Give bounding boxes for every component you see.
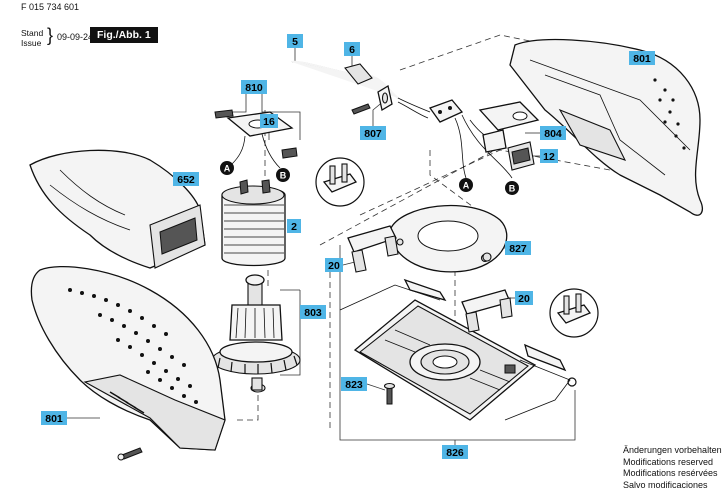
part-label-826: 826 bbox=[442, 445, 468, 459]
screws bbox=[383, 252, 492, 405]
note-en: Modifications reserved bbox=[623, 456, 714, 467]
detail-views bbox=[315, 157, 599, 338]
svg-text:2: 2 bbox=[291, 221, 297, 233]
brace-glyph: } bbox=[47, 25, 54, 45]
figure-badge: Fig./Abb. 1 bbox=[90, 27, 158, 43]
part-label-801-bottom: 801 bbox=[41, 411, 67, 425]
svg-text:826: 826 bbox=[446, 447, 464, 459]
note-fr: Modifications resérvées bbox=[623, 468, 718, 478]
issue-date: 09-09-24 bbox=[57, 32, 94, 42]
svg-text:801: 801 bbox=[633, 53, 651, 65]
housing-left bbox=[30, 265, 226, 461]
svg-text:823: 823 bbox=[345, 379, 363, 391]
stand-issue-label: Stand Issue bbox=[21, 28, 43, 48]
marker-b-lower: B bbox=[505, 181, 519, 195]
stand-label: Stand bbox=[21, 28, 44, 38]
part-label-807: 807 bbox=[360, 126, 386, 140]
part-label-801-top: 801 bbox=[629, 51, 655, 65]
svg-text:810: 810 bbox=[245, 82, 263, 94]
part-label-823: 823 bbox=[341, 377, 367, 391]
svg-text:803: 803 bbox=[304, 307, 322, 319]
part-label-5: 5 bbox=[287, 34, 303, 48]
clamp-brackets bbox=[339, 225, 577, 421]
modification-notes: Änderungen vorbehalten Modifications res… bbox=[623, 445, 722, 491]
marker-a-upper: A bbox=[220, 161, 234, 175]
note-de: Änderungen vorbehalten bbox=[623, 445, 722, 455]
issue-label: Issue bbox=[21, 38, 42, 48]
housing-shell-right bbox=[509, 38, 704, 216]
svg-text:A: A bbox=[224, 164, 231, 174]
brush-plate bbox=[214, 109, 298, 169]
part-label-810: 810 bbox=[241, 80, 267, 94]
power-cable bbox=[291, 60, 431, 119]
field-stator bbox=[221, 179, 286, 267]
document-code: F 015 734 601 bbox=[21, 2, 80, 12]
svg-text:16: 16 bbox=[263, 116, 275, 128]
svg-text:801: 801 bbox=[45, 413, 63, 425]
part-label-20-right: 20 bbox=[515, 291, 533, 305]
svg-text:804: 804 bbox=[544, 128, 562, 140]
svg-text:20: 20 bbox=[328, 260, 340, 272]
part-label-16: 16 bbox=[260, 114, 278, 128]
terminal-block bbox=[428, 99, 513, 179]
part-label-20-left: 20 bbox=[325, 258, 343, 272]
part-label-804: 804 bbox=[540, 126, 566, 140]
armature bbox=[211, 274, 301, 393]
svg-text:6: 6 bbox=[349, 44, 355, 56]
svg-text:12: 12 bbox=[543, 151, 555, 163]
note-es: Salvo modificaciones bbox=[623, 479, 708, 490]
marker-a-lower: A bbox=[459, 178, 473, 192]
svg-text:B: B bbox=[509, 184, 516, 194]
part-label-6: 6 bbox=[344, 42, 360, 56]
svg-text:B: B bbox=[280, 171, 287, 181]
marker-b-upper: B bbox=[276, 168, 290, 182]
svg-text:20: 20 bbox=[518, 293, 530, 305]
base-plate bbox=[353, 299, 537, 421]
part-label-12: 12 bbox=[540, 149, 558, 163]
cable-clamp bbox=[351, 84, 393, 115]
part-label-652: 652 bbox=[173, 172, 199, 186]
switch-assembly bbox=[478, 101, 540, 171]
dust-bag bbox=[29, 149, 206, 269]
svg-text:5: 5 bbox=[292, 36, 298, 48]
seal-plate bbox=[389, 204, 508, 273]
part-label-2: 2 bbox=[287, 219, 301, 233]
part-label-803: 803 bbox=[300, 305, 326, 319]
svg-text:A: A bbox=[463, 181, 470, 191]
svg-text:827: 827 bbox=[509, 243, 527, 255]
svg-text:652: 652 bbox=[177, 174, 195, 186]
svg-text:807: 807 bbox=[364, 128, 382, 140]
part-label-827: 827 bbox=[505, 241, 531, 255]
